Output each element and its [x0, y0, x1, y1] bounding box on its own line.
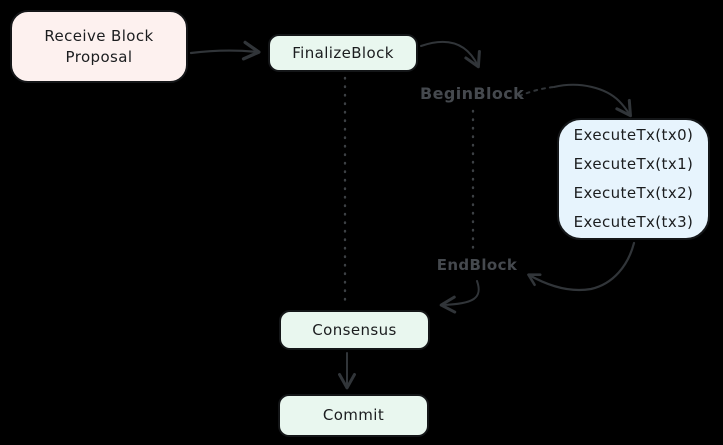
node-execute-tx: ExecuteTx(tx0) ExecuteTx(tx1) ExecuteTx(…: [557, 118, 710, 240]
phase-label-begin-block: BeginBlock: [420, 84, 525, 103]
node-receive-block-proposal-label: Receive Block Proposal: [44, 27, 154, 66]
execute-tx-line: ExecuteTx(tx3): [573, 213, 694, 231]
node-receive-block-proposal: Receive Block Proposal: [10, 10, 188, 83]
arrow-endblock-to-consensus: [439, 280, 480, 314]
arrow-beginblock-to-execute: [553, 83, 632, 118]
arrow-execute-to-endblock: [527, 241, 636, 291]
execute-tx-line: ExecuteTx(tx1): [573, 155, 694, 173]
node-consensus: Consensus: [279, 310, 430, 350]
node-consensus-label: Consensus: [312, 320, 397, 339]
node-finalize-block: FinalizeBlock: [268, 34, 418, 72]
phase-label-end-block: EndBlock: [436, 256, 518, 274]
arrow-beginblock-to-execute-dashed: [518, 86, 555, 97]
execute-tx-line: ExecuteTx(tx2): [573, 184, 694, 202]
node-finalize-block-label: FinalizeBlock: [292, 43, 394, 62]
execute-tx-line: ExecuteTx(tx0): [573, 126, 694, 144]
arrow-finalize-to-beginblock: [420, 41, 481, 69]
node-commit: Commit: [278, 394, 429, 437]
arrow-receive-to-finalize: [189, 40, 261, 61]
node-commit-label: Commit: [322, 406, 385, 425]
